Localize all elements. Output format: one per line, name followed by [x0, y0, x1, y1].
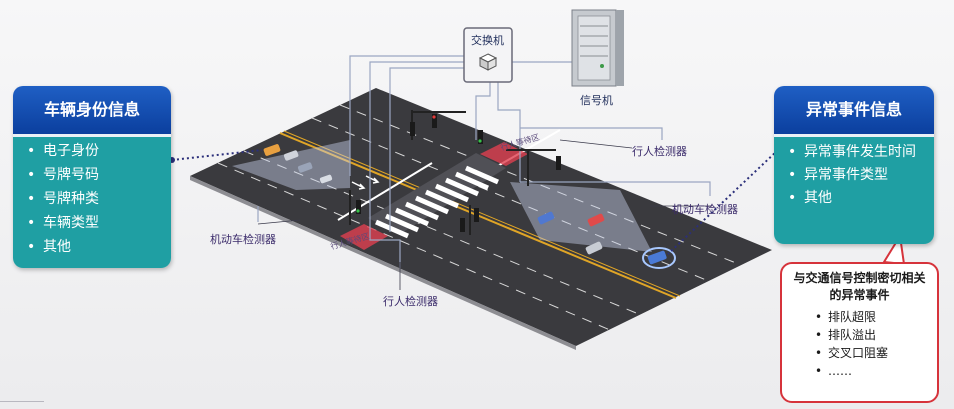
abnormal-event-panel: 异常事件信息 异常事件发生时间 异常事件类型 其他 — [774, 86, 934, 244]
signal-machine-label: 信号机 — [580, 94, 613, 107]
list-item: 号牌种类 — [13, 187, 171, 211]
callout-title: 与交通信号控制密切相关的异常事件 — [793, 271, 926, 302]
vehicles — [263, 144, 676, 269]
list-item: 车辆类型 — [13, 211, 171, 235]
road-edge — [190, 176, 576, 350]
vehicle-detection-zone-right — [510, 182, 652, 252]
abnormal-event-list: 异常事件发生时间 异常事件类型 其他 — [774, 141, 934, 210]
list-item: 交叉口阻塞 — [782, 344, 937, 362]
network-switch — [463, 27, 513, 83]
stop-line-left — [337, 162, 433, 221]
vehicle-detection-zone-left — [232, 140, 350, 190]
signal-cabinet — [571, 9, 624, 87]
lane-arrows — [351, 175, 380, 190]
right-panel-connector — [667, 149, 779, 255]
signal-poles — [349, 110, 561, 235]
list-item: 异常事件类型 — [774, 164, 934, 187]
detector-pointers — [257, 139, 712, 290]
vehicle-identity-title: 车辆身份信息 — [13, 86, 171, 137]
list-item: 号牌号码 — [13, 163, 171, 187]
list-item: …… — [782, 362, 937, 380]
ped-waiting-zone-lower — [340, 224, 388, 250]
list-item: 其他 — [13, 235, 171, 259]
list-item: 电子身份 — [13, 139, 171, 163]
vehicle-detector-right-label: 机动车检测器 — [672, 203, 738, 216]
list-item: 排队超限 — [782, 308, 937, 326]
switch-label: 交换机 — [471, 34, 504, 47]
list-item: 其他 — [774, 187, 934, 210]
ped-detector-lower-label: 行人检测器 — [383, 295, 438, 308]
abnormal-event-title: 异常事件信息 — [774, 86, 934, 137]
ped-detector-upper-label: 行人检测器 — [632, 145, 687, 158]
ped-waiting-zone-upper — [480, 142, 528, 166]
vehicle-identity-list: 电子身份 号牌号码 号牌种类 车辆类型 其他 — [13, 139, 171, 259]
callout-list: 排队超限 排队溢出 交叉口阻塞 …… — [782, 308, 937, 380]
vehicle-detector-left-label: 机动车检测器 — [210, 233, 276, 246]
left-panel-connector — [171, 149, 263, 161]
vehicle-identity-panel: 车辆身份信息 电子身份 号牌号码 号牌种类 车辆类型 其他 — [13, 86, 171, 268]
list-item: 排队溢出 — [782, 326, 937, 344]
signal-related-events-callout: 与交通信号控制密切相关的异常事件 排队超限 排队溢出 交叉口阻塞 …… — [780, 262, 939, 403]
divider — [0, 401, 44, 402]
list-item: 异常事件发生时间 — [774, 141, 934, 164]
crosswalk — [368, 153, 506, 239]
